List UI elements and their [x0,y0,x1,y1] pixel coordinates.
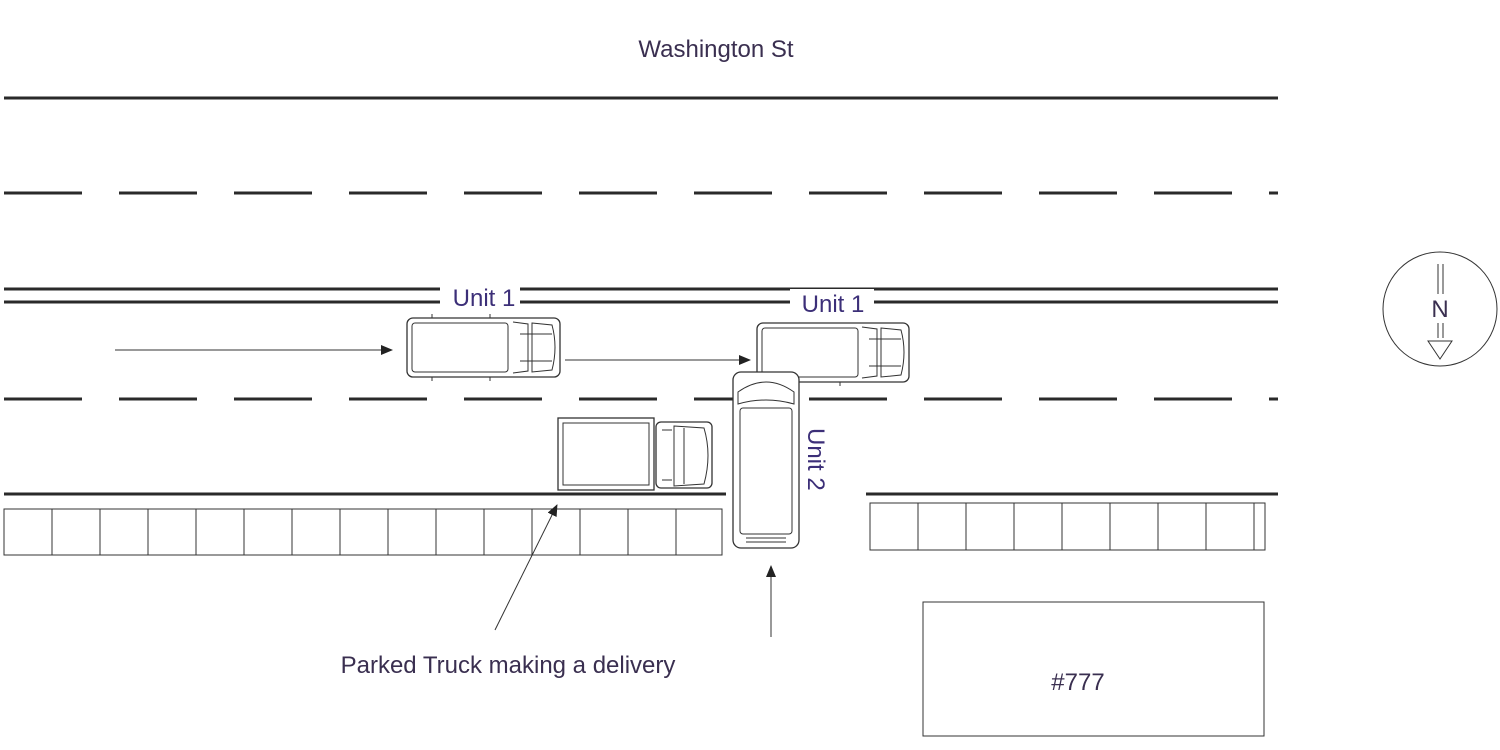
parked-delivery-truck [557,417,713,491]
building-777 [922,601,1265,737]
parked-truck-pointer-arrow [494,504,558,631]
street-name: Washington St [638,36,794,63]
compass-label: N [1431,296,1448,323]
unit2-label: Unit 2 [802,428,829,491]
unit1-vehicle-before: Unit 1 [406,283,561,381]
unit2-vehicle: Unit 2 [732,371,829,549]
parked-truck-annotation: Parked Truck making a delivery [341,652,676,679]
unit1-label-after: Unit 1 [802,291,865,318]
building-number: #777 [1051,669,1104,696]
north-compass: N [1382,251,1498,367]
sidewalk-east [869,502,1266,551]
compass-arrow-icon [1427,340,1453,360]
unit1-vehicle-after: Unit 1 [756,289,910,386]
unit1-label-before: Unit 1 [453,285,516,312]
sidewalk-west [3,508,723,556]
